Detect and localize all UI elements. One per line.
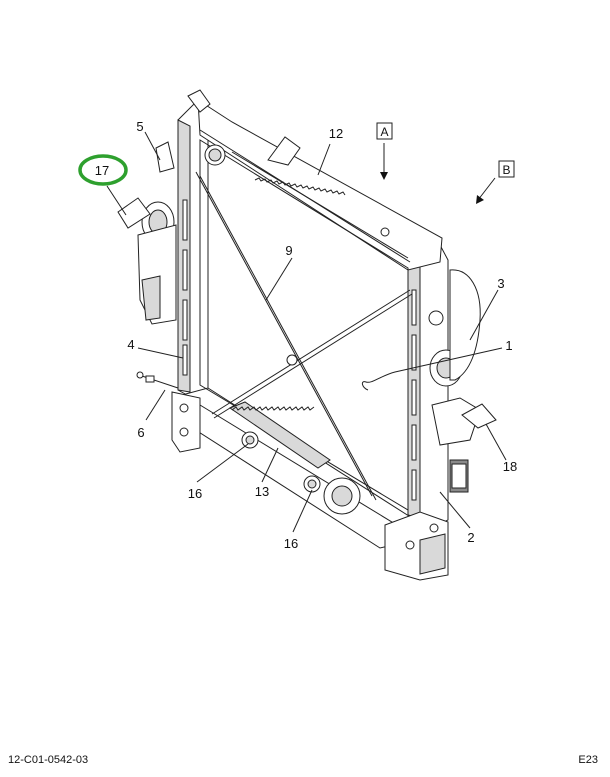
page-reference: E23 [578,754,598,766]
sensor-connector [136,371,179,389]
bottom-brackets [171,391,449,581]
brace-rods [195,171,413,501]
bottom-rack [228,401,331,469]
left-side-bracket [117,197,177,325]
top-latch [155,141,175,173]
highlight-ring [78,154,128,186]
view-ref-b-box [498,160,515,178]
callout-12[interactable]: 12 [329,126,343,141]
top-rack [254,177,390,237]
callout-2[interactable]: 2 [467,530,474,545]
drawing-number: 12-C01-0542-03 [8,754,89,766]
callout-6[interactable]: 6 [137,425,144,440]
left-rail-slots [182,199,188,376]
callout-5[interactable]: 5 [136,119,143,134]
callout-1[interactable]: 1 [505,338,512,353]
callout-18[interactable]: 18 [503,459,517,474]
view-ref-a-box [376,122,393,140]
callout-9[interactable]: 9 [285,243,292,258]
view-ref-b: B [502,163,510,177]
top-bracket [187,89,301,166]
right-side-brackets [431,269,497,493]
leader-lines [106,131,507,533]
callout-16-right[interactable]: 16 [284,536,298,551]
callout-13[interactable]: 13 [255,484,269,499]
callout-3[interactable]: 3 [497,276,504,291]
callout-4[interactable]: 4 [127,337,134,352]
callout-16-left[interactable]: 16 [188,486,202,501]
callout-17[interactable]: 17 [95,163,109,178]
view-ref-a: A [380,125,388,139]
right-rail-slots [411,289,417,501]
